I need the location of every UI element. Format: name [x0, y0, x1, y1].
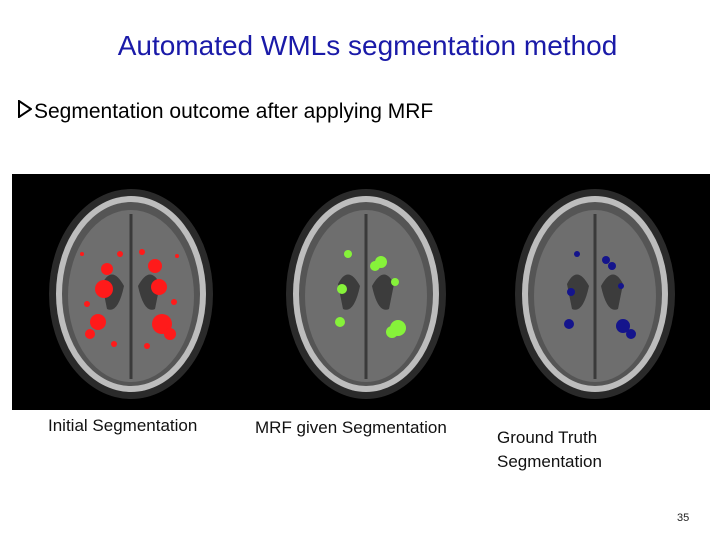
- bullet-point: Segmentation outcome after applying MRF: [18, 99, 434, 124]
- caption-initial-segmentation: Initial Segmentation: [48, 416, 198, 435]
- caption-line: Segmentation: [497, 452, 602, 471]
- page-number: 35: [677, 512, 690, 524]
- lesion-overlay: [335, 250, 406, 338]
- lesion-overlay: [80, 249, 179, 349]
- caption-ground-truth: Ground Truth Segmentation: [497, 426, 602, 474]
- caption-line: Ground Truth: [497, 428, 598, 447]
- lesion-overlay: [564, 251, 636, 339]
- mri-scan-ground-truth: [481, 174, 710, 410]
- slide-title: Automated WMLs segmentation method: [117, 30, 618, 61]
- mri-scan-initial-segmentation: [12, 174, 250, 410]
- mri-scan-mrf-segmentation: [250, 174, 481, 410]
- bullet-text: Segmentation outcome after applying MRF: [34, 100, 434, 123]
- caption-mrf-segmentation: MRF given Segmentation: [255, 418, 447, 437]
- arrow-bullet-icon: [18, 99, 33, 124]
